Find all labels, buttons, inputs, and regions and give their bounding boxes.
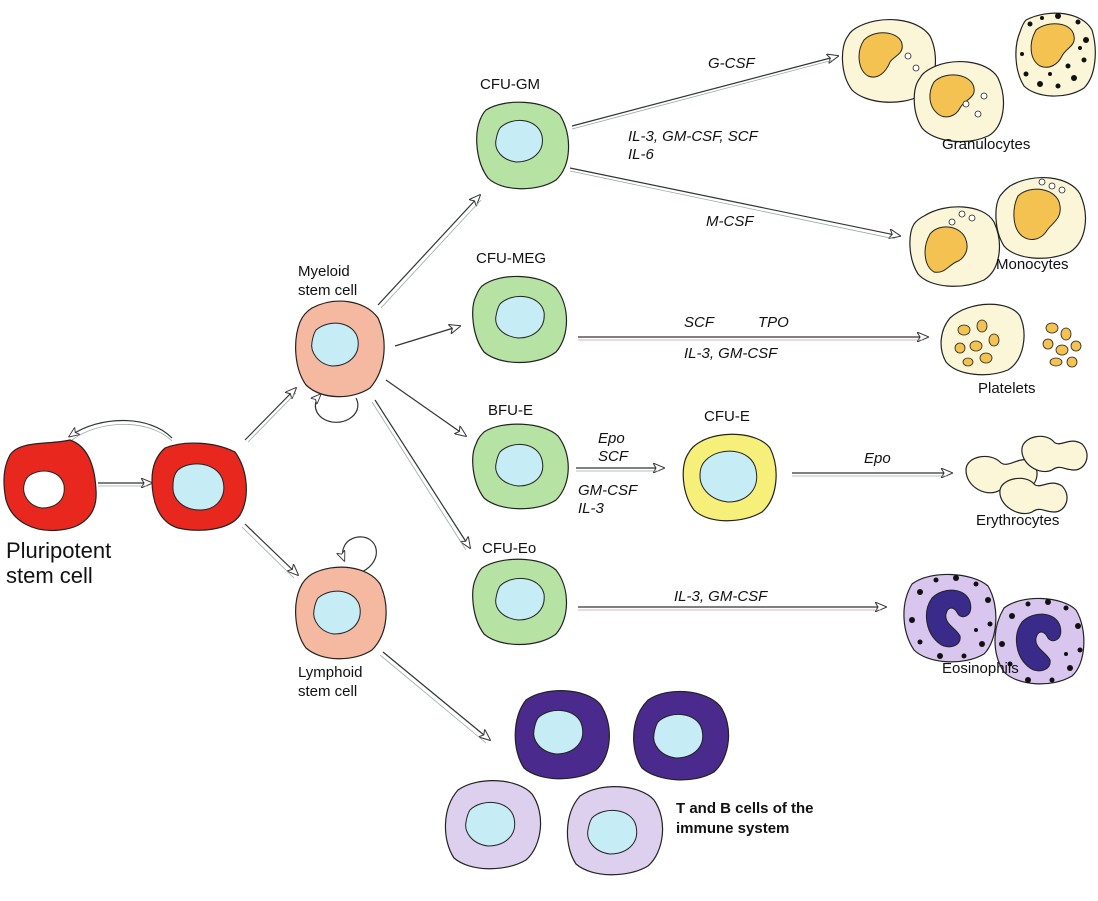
cfu-eo-label: CFU-Eo — [482, 540, 537, 557]
megakaryocyte-fragment — [940, 303, 1025, 376]
arrow-to-myeloid — [244, 388, 296, 441]
ery-epo-factor: Epo — [864, 450, 891, 467]
eo-factors: IL-3, GM-CSF — [674, 588, 768, 605]
cfu-gm-cell — [476, 101, 570, 190]
arrow-myeloid-to-bfue — [385, 379, 466, 436]
platelets-label: Platelets — [978, 380, 1036, 397]
pluripotent-label-line1: Pluripotent — [6, 538, 112, 563]
gm-shared-factors-line1: IL-3, GM-CSF, SCF — [628, 128, 758, 145]
myeloid-stem-cell — [295, 300, 385, 398]
myeloid-label-line1: Myeloid — [298, 263, 350, 280]
cfu-e-label: CFU-E — [704, 408, 750, 425]
t-cell-2 — [633, 690, 730, 781]
granulocyte-cell-2 — [913, 60, 1005, 143]
arrow-myeloid-to-cfumeg — [394, 326, 460, 347]
cfu-meg-label: CFU-MEG — [476, 250, 546, 267]
arrow-cfugm-to-monocytes — [569, 167, 900, 236]
arrow-cfugm-to-granulocytes — [571, 56, 838, 127]
eosinophil-cell-2 — [994, 597, 1085, 685]
pluripotent-stem-cell-2 — [151, 442, 247, 531]
cfu-eo-cell — [472, 558, 567, 646]
granulocyte-cell-3 — [1015, 12, 1096, 97]
platelets-cluster — [1042, 322, 1082, 368]
arrow-to-lymphoid — [244, 523, 298, 575]
cfu-gm-label: CFU-GM — [480, 76, 540, 93]
gm-shared-factors-line2: IL-6 — [628, 146, 654, 163]
lymphocytes-label-line1: T and B cells of the — [676, 800, 814, 817]
monocyte-cell-2 — [995, 176, 1087, 259]
bfu-il3-factor: IL-3 — [578, 500, 604, 517]
pluripotent-stem-cell-1 — [3, 439, 97, 532]
meg-tpo-factor: TPO — [758, 314, 789, 331]
t-cell-1 — [514, 690, 610, 780]
bfu-scf-factor: SCF — [598, 448, 628, 465]
monocyte-cell-1 — [909, 206, 1001, 287]
lymphoid-label-line1: Lymphoid — [298, 664, 363, 681]
self-renewal-arrow-pluripotent — [70, 419, 173, 439]
lymphocytes-label-line2: immune system — [676, 820, 790, 837]
self-renewal-arrow-lymphoid — [343, 536, 377, 573]
eosinophils-label: Eosinophils — [942, 660, 1019, 677]
bfu-epo-factor: Epo — [598, 430, 625, 447]
arrow-myeloid-to-cfueo — [374, 399, 470, 548]
b-cell-1 — [444, 780, 542, 870]
bfu-e-cell — [472, 423, 569, 510]
granulocytes-label: Granulocytes — [942, 136, 1031, 153]
myeloid-label-line2: stem cell — [298, 282, 358, 299]
cfu-meg-cell — [472, 275, 567, 364]
self-renewal-arrow-myeloid — [315, 395, 359, 423]
cfu-e-cell — [682, 433, 777, 522]
meg-il3-factor: IL-3, GM-CSF — [684, 345, 778, 362]
arrow-myeloid-to-cfugm — [377, 195, 480, 306]
meg-scf-factor: SCF — [684, 314, 714, 331]
lymphoid-stem-cell — [295, 566, 387, 660]
b-cell-2 — [566, 786, 664, 876]
erythrocytes — [965, 435, 1088, 515]
lymphoid-label-line2: stem cell — [298, 683, 358, 700]
arrow-lymphoid-to-lymphocytes — [382, 651, 490, 740]
pluripotent-label-line2: stem cell — [6, 563, 93, 588]
monocytes-label: Monocytes — [996, 256, 1069, 273]
mcsf-factor: M-CSF — [706, 213, 754, 230]
arrows — [70, 56, 952, 744]
gcsf-factor: G-CSF — [708, 55, 755, 72]
eosinophil-cell-1 — [903, 573, 997, 663]
bfu-gmcsf-factor: GM-CSF — [578, 482, 638, 499]
granulocyte-cell-1 — [841, 18, 937, 103]
bfu-e-label: BFU-E — [488, 402, 533, 419]
erythrocytes-label: Erythrocytes — [976, 512, 1060, 529]
